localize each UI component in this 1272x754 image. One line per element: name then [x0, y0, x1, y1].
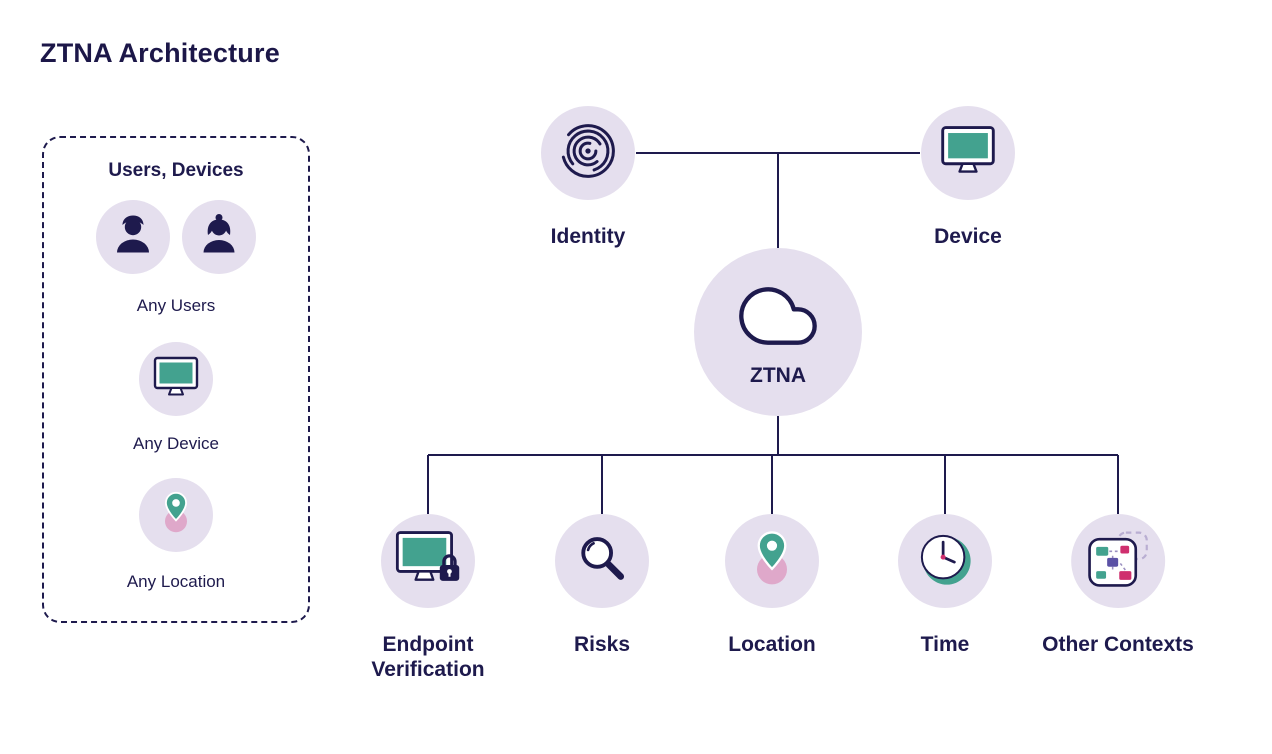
endpoint-verification-label: Endpoint Verification	[371, 633, 485, 681]
any-device-icon-wrap	[44, 342, 308, 416]
node-time: Time	[898, 514, 992, 658]
users-devices-panel: Users, Devices	[42, 136, 310, 623]
cloud-icon	[731, 276, 825, 361]
user-avatars	[44, 200, 308, 274]
node-risks: Risks	[555, 514, 649, 658]
location-label: Location	[728, 633, 816, 656]
other-contexts-label: Other Contexts	[1042, 633, 1194, 656]
time-label: Time	[920, 633, 970, 656]
device-label: Device	[934, 225, 1002, 248]
node-other-contexts: Other Contexts	[1042, 514, 1194, 658]
risks-label: Risks	[573, 633, 631, 656]
fingerprint-icon	[559, 122, 617, 185]
any-users-label: Any Users	[136, 296, 216, 315]
node-device: Device	[921, 106, 1015, 250]
time-badge	[898, 514, 992, 608]
location-pin-icon	[744, 529, 800, 594]
node-ztna: ZTNA	[694, 248, 862, 416]
identity-label: Identity	[550, 225, 626, 248]
ztna-label: ZTNA	[750, 364, 806, 387]
node-endpoint-verification: Endpoint Verification	[352, 514, 504, 683]
panel-heading: Users, Devices	[108, 160, 244, 181]
male-user-icon	[109, 211, 157, 264]
monitor-icon	[152, 355, 200, 404]
avatar	[96, 200, 170, 274]
device-badge	[139, 342, 213, 416]
node-identity: Identity	[541, 106, 635, 250]
context-blocks-icon	[1085, 529, 1151, 594]
location-pin-icon	[154, 489, 198, 542]
risks-badge	[555, 514, 649, 608]
any-location-label: Any Location	[126, 572, 226, 591]
any-location-icon-wrap	[44, 478, 308, 552]
avatar	[182, 200, 256, 274]
other-contexts-badge	[1071, 514, 1165, 608]
any-device-label: Any Device	[133, 434, 219, 453]
magnifier-icon	[573, 530, 631, 593]
page-title: ZTNA Architecture	[40, 38, 280, 68]
clock-icon	[915, 529, 975, 594]
endpoint-badge	[381, 514, 475, 608]
node-location: Location	[725, 514, 819, 658]
monitor-lock-icon	[395, 529, 461, 593]
location-badge	[725, 514, 819, 608]
identity-badge	[541, 106, 635, 200]
female-user-icon	[195, 211, 243, 264]
device-badge	[921, 106, 1015, 200]
monitor-icon	[939, 124, 997, 182]
location-badge	[139, 478, 213, 552]
